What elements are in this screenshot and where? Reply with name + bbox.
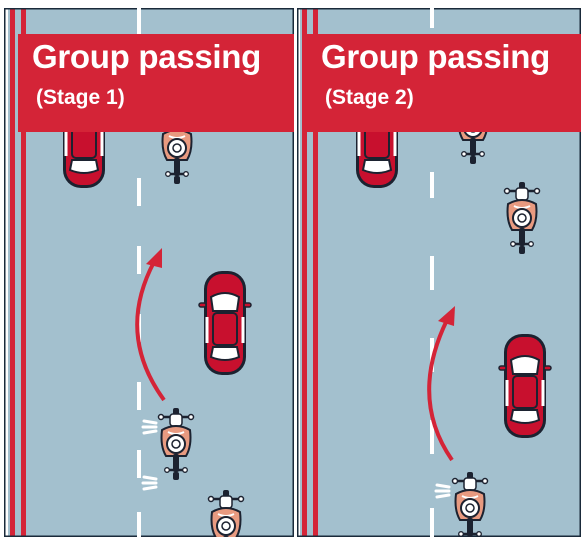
- panel-title: Group passing: [321, 38, 550, 76]
- title-banner: Group passing (Stage 2): [307, 34, 581, 132]
- panel-title: Group passing: [32, 38, 261, 76]
- title-banner: Group passing (Stage 1): [18, 34, 294, 132]
- car-icon: [199, 271, 251, 375]
- diagram-panel-stage-1: Group passing (Stage 1): [4, 8, 294, 537]
- car-icon: [499, 334, 551, 438]
- diagram-panel-stage-2: Group passing (Stage 2): [297, 8, 581, 537]
- stage-label: (Stage 2): [325, 86, 414, 110]
- stage-label: (Stage 1): [36, 86, 125, 110]
- edge-line: [10, 8, 15, 537]
